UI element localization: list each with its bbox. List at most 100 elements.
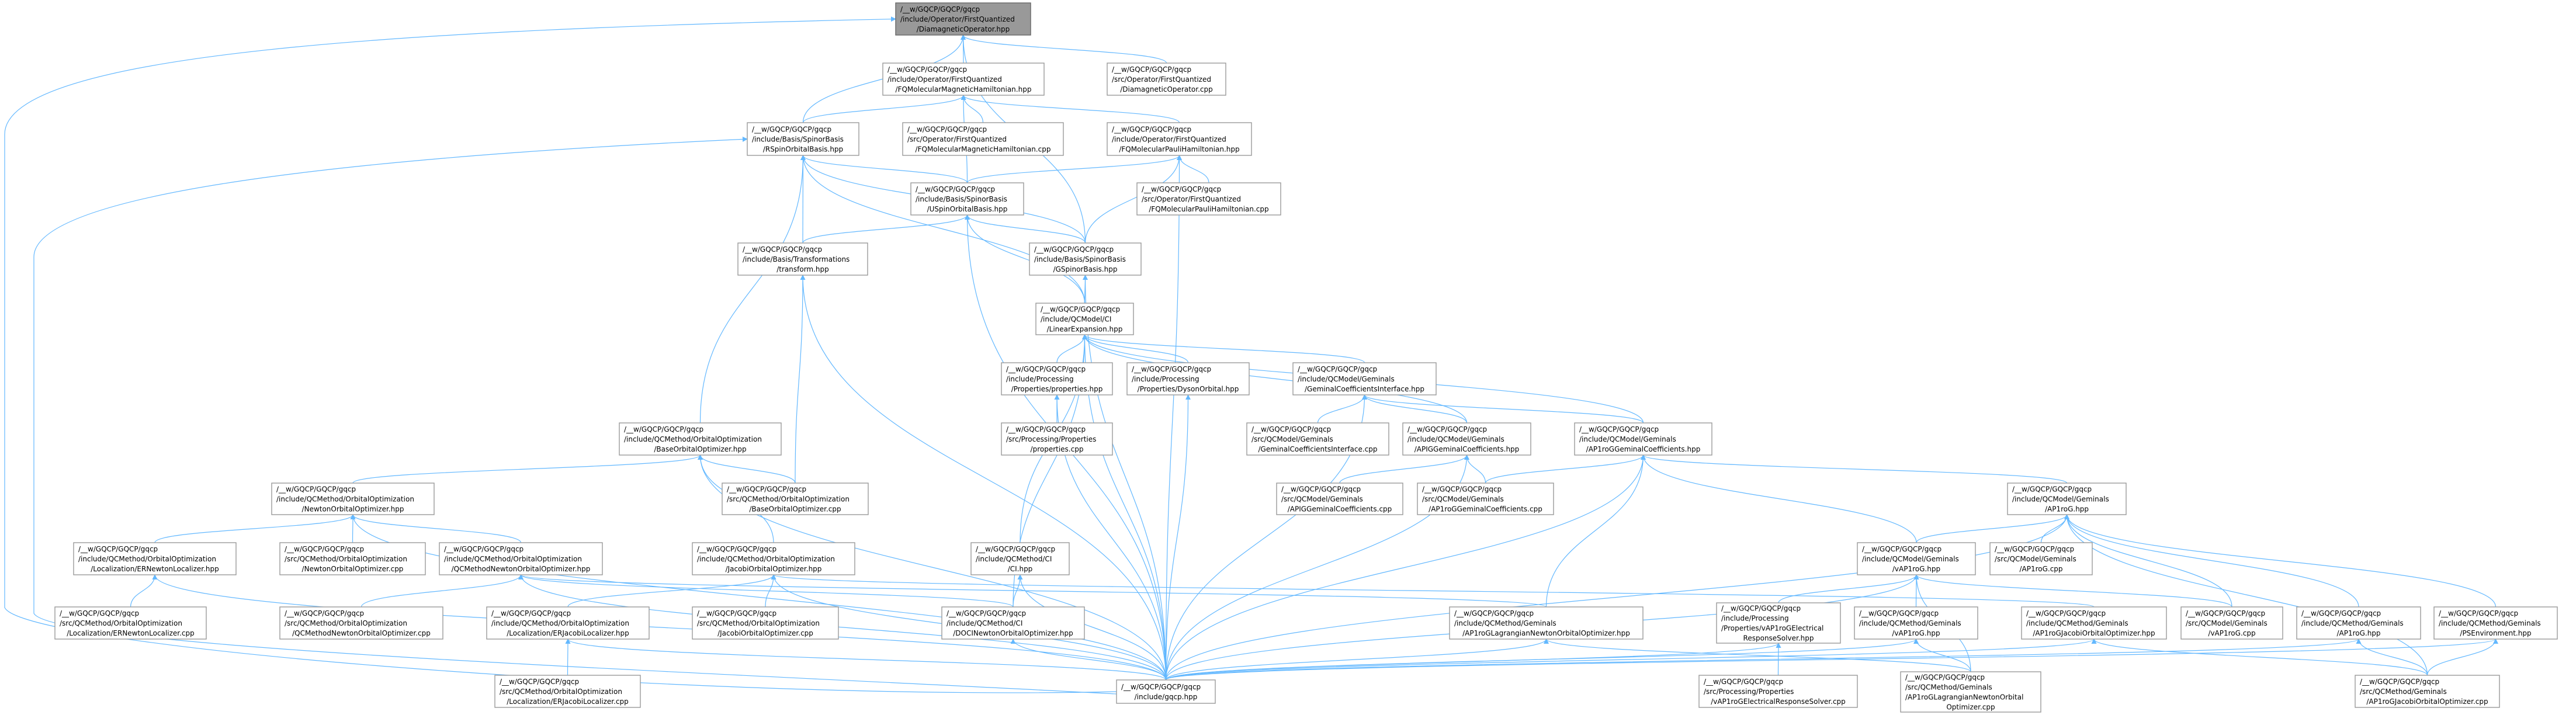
node-label-line: /__w/GQCP/GQCP/gqcp — [916, 185, 995, 193]
node-gcicpp[interactable]: /__w/GQCP/GQCP/gqcp/src/QCModel/Geminals… — [1246, 422, 1389, 456]
node-ap1gccpp[interactable]: /__w/GQCP/GQCP/gqcp/src/QCModel/Geminals… — [1417, 483, 1554, 515]
node-ap1rog[interactable]: /__w/GQCP/GQCP/gqcp/include/QCModel/Gemi… — [2007, 483, 2127, 515]
node-transform[interactable]: /__w/GQCP/GQCP/gqcp/include/Basis/Transf… — [737, 242, 868, 276]
edge-gqcp-includes-ci — [1017, 574, 1167, 681]
node-rspin[interactable]: /__w/GQCP/GQCP/gqcp/include/Basis/Spinor… — [747, 122, 859, 156]
node-fqmmhcpp[interactable]: /__w/GQCP/GQCP/gqcp/src/Operator/FirstQu… — [902, 122, 1064, 156]
node-label-line: /include/QCMethod/Geminals — [1859, 619, 1961, 627]
node-label-line: /AP1roGJacobiOrbitalOptimizer.cpp — [2366, 697, 2488, 706]
node-box — [1402, 422, 1531, 456]
node-qcmnoocpp[interactable]: /__w/GQCP/GQCP/gqcp/src/QCMethod/Orbital… — [279, 606, 443, 640]
node-label-line: /include/Operator/FirstQuantized — [900, 15, 1015, 23]
node-apig[interactable]: /__w/GQCP/GQCP/gqcp/include/QCModel/Gemi… — [1402, 422, 1531, 456]
node-label-line: /include/QCMethod/CI — [947, 619, 1022, 627]
node-props[interactable]: /__w/GQCP/GQCP/gqcp/include/Processing/P… — [1001, 362, 1113, 395]
node-label-line: /__w/GQCP/GQCP/gqcp — [1006, 425, 1086, 433]
node-box — [692, 542, 855, 575]
node-vresp[interactable]: /__w/GQCP/GQCP/gqcp/include/Processing/P… — [1716, 602, 1841, 644]
node-label-line: /__w/GQCP/GQCP/gqcp — [60, 609, 139, 617]
node-box — [1574, 422, 1712, 456]
node-label-line: /__w/GQCP/GQCP/gqcp — [1034, 245, 1114, 254]
node-uspin[interactable]: /__w/GQCP/GQCP/gqcp/include/Basis/Spinor… — [910, 182, 1024, 216]
node-label-line: /__w/GQCP/GQCP/gqcp — [1579, 425, 1659, 433]
node-ap1gc[interactable]: /__w/GQCP/GQCP/gqcp/include/QCModel/Gemi… — [1574, 422, 1712, 456]
node-erjl[interactable]: /__w/GQCP/GQCP/gqcp/include/QCMethod/Orb… — [486, 606, 650, 640]
edge-ap1lnoo-includes-ap1gc — [1545, 454, 1646, 608]
node-box — [1417, 483, 1554, 515]
edge-ernlcpp-includes-ernl — [130, 574, 158, 608]
edge-gqcp-includes-linexp — [1082, 334, 1167, 681]
node-box — [882, 63, 1045, 96]
node-erjlcpp[interactable]: /__w/GQCP/GQCP/gqcp/src/QCMethod/Orbital… — [494, 675, 641, 708]
node-fqmmh[interactable]: /__w/GQCP/GQCP/gqcp/include/Operator/Fir… — [882, 63, 1045, 96]
node-label-line: /FQMolecularPauliHamiltonian.cpp — [1149, 205, 1268, 213]
node-qcmnoo[interactable]: /__w/GQCP/GQCP/gqcp/include/QCMethod/Orb… — [439, 542, 603, 575]
node-root[interactable]: /__w/GQCP/GQCP/gqcp/include/Operator/Fir… — [895, 2, 1031, 36]
node-label-line: /__w/GQCP/GQCP/gqcp — [907, 126, 987, 134]
node-diacpp[interactable]: /__w/GQCP/GQCP/gqcp/src/Operator/FirstQu… — [1107, 63, 1226, 96]
node-ci[interactable]: /__w/GQCP/GQCP/gqcp/include/QCMethod/CI/… — [970, 542, 1070, 575]
node-baseoocpp[interactable]: /__w/GQCP/GQCP/gqcp/src/QCMethod/Orbital… — [722, 483, 869, 515]
node-ap1lnoo[interactable]: /__w/GQCP/GQCP/gqcp/include/QCMethod/Gem… — [1449, 606, 1644, 640]
node-fqmphcpp[interactable]: /__w/GQCP/GQCP/gqcp/src/Operator/FirstQu… — [1136, 182, 1281, 216]
edge-ap1lnoo-includes-qcmnoo — [518, 574, 1547, 608]
edge-gcicpp-includes-gci — [1317, 394, 1367, 424]
node-gspinor[interactable]: /__w/GQCP/GQCP/gqcp/include/Basis/Spinor… — [1029, 242, 1142, 276]
node-apigcpp[interactable]: /__w/GQCP/GQCP/gqcp/src/QCModel/Geminals… — [1276, 483, 1403, 515]
node-dyson[interactable]: /__w/GQCP/GQCP/gqcp/include/Processing/P… — [1126, 362, 1250, 395]
node-ap1joo[interactable]: /__w/GQCP/GQCP/gqcp/include/QCMethod/Gem… — [2021, 606, 2167, 640]
node-ap1lnoocpp[interactable]: /__w/GQCP/GQCP/gqcp/src/QCMethod/Geminal… — [1900, 671, 2041, 713]
node-doci[interactable]: /__w/GQCP/GQCP/gqcp/include/QCMethod/CI/… — [941, 606, 1085, 640]
node-newtonoocpp[interactable]: /__w/GQCP/GQCP/gqcp/src/QCMethod/Orbital… — [279, 542, 426, 575]
node-label-line: /__w/GQCP/GQCP/gqcp — [697, 545, 776, 553]
edge-dyson-includes-linexp — [1082, 334, 1189, 363]
node-label-line: /src/QCMethod/OrbitalOptimization — [500, 688, 622, 696]
edge-gspinor-includes-fqmph — [1084, 155, 1182, 244]
node-label-line: /__w/GQCP/GQCP/gqcp — [1704, 678, 1783, 686]
node-ap1rogq[interactable]: /__w/GQCP/GQCP/gqcp/include/QCMethod/Gem… — [2296, 606, 2421, 640]
node-box — [1246, 422, 1389, 456]
edge-uspin-includes-rspin — [800, 155, 968, 183]
node-vap1rogm[interactable]: /__w/GQCP/GQCP/gqcp/include/QCModel/Gemi… — [1857, 542, 1976, 575]
node-box — [1698, 675, 1858, 708]
node-ernl[interactable]: /__w/GQCP/GQCP/gqcp/include/QCMethod/Orb… — [73, 542, 237, 575]
node-label-line: /JacobiOrbitalOptimizer.hpp — [726, 565, 822, 573]
node-linexp[interactable]: /__w/GQCP/GQCP/gqcp/include/QCModel/CI/L… — [1035, 303, 1134, 335]
node-label-line: /include/QCMethod/OrbitalOptimization — [491, 619, 629, 627]
nodes-layer: /__w/GQCP/GQCP/gqcp/include/Operator/Fir… — [54, 2, 2558, 713]
node-vap1rogq[interactable]: /__w/GQCP/GQCP/gqcp/include/QCMethod/Gem… — [1854, 606, 1978, 640]
node-gci[interactable]: /__w/GQCP/GQCP/gqcp/include/QCModel/Gemi… — [1292, 362, 1437, 395]
node-label-line: /include/QCMethod/OrbitalOptimization — [276, 495, 414, 504]
node-label-line: /include/Basis/SpinorBasis — [752, 136, 844, 144]
node-fqmph[interactable]: /__w/GQCP/GQCP/gqcp/include/Operator/Fir… — [1107, 122, 1252, 156]
node-label-line: /__w/GQCP/GQCP/gqcp — [276, 485, 356, 494]
node-vap1rogcpp[interactable]: /__w/GQCP/GQCP/gqcp/src/QCModel/Geminals… — [2180, 606, 2283, 640]
node-vrespcpp[interactable]: /__w/GQCP/GQCP/gqcp/src/Processing/Prope… — [1698, 675, 1858, 708]
node-ap1rogcpp[interactable]: /__w/GQCP/GQCP/gqcp/src/QCModel/Geminals… — [1989, 542, 2093, 575]
node-label-line: /APIGGeminalCoefficients.cpp — [1288, 505, 1392, 513]
node-propscpp[interactable]: /__w/GQCP/GQCP/gqcp/src/Processing/Prope… — [1001, 422, 1113, 456]
node-box — [2180, 606, 2283, 640]
node-jacobioo[interactable]: /__w/GQCP/GQCP/gqcp/include/QCMethod/Orb… — [692, 542, 855, 575]
node-label-line: /Localization/ERJacobiLocalizer.hpp — [507, 629, 629, 637]
node-label-line: /__w/GQCP/GQCP/gqcp — [1006, 365, 1086, 373]
node-ap1joocpp[interactable]: /__w/GQCP/GQCP/gqcp/src/QCMethod/Geminal… — [2355, 675, 2500, 708]
edge-props-includes-linexp — [1056, 334, 1087, 363]
node-label-line: /include/Basis/SpinorBasis — [916, 195, 1007, 203]
edge-ap1rogq-includes-ap1rog — [2064, 514, 2359, 608]
node-psenv[interactable]: /__w/GQCP/GQCP/gqcp/include/QCMethod/Gem… — [2433, 606, 2558, 640]
node-jacobioocpp[interactable]: /__w/GQCP/GQCP/gqcp/src/QCMethod/Orbital… — [692, 606, 839, 640]
node-box — [747, 122, 859, 156]
node-label-line: /AP1roG.hpp — [2045, 505, 2089, 513]
edge-fqmphcpp-includes-fqmph — [1177, 155, 1209, 183]
node-label-line: /include/Basis/SpinorBasis — [1034, 255, 1126, 263]
node-label-line: /include/QCModel/Geminals — [1298, 375, 1395, 383]
node-label-line: /vAP1roG.hpp — [1892, 565, 1940, 573]
node-gqcp[interactable]: /__w/GQCP/GQCP/gqcp/include/gqcp.hpp — [1116, 679, 1216, 704]
node-label-line: /include/QCMethod/Geminals — [2026, 619, 2128, 627]
edge-gqcp-includes-transform — [800, 275, 1167, 681]
node-newtonoo[interactable]: /__w/GQCP/GQCP/gqcp/include/QCMethod/Orb… — [271, 483, 435, 515]
node-ernlcpp[interactable]: /__w/GQCP/GQCP/gqcp/src/QCMethod/Orbital… — [54, 606, 207, 640]
node-baseoo[interactable]: /__w/GQCP/GQCP/gqcp/include/QCMethod/Orb… — [619, 422, 782, 456]
